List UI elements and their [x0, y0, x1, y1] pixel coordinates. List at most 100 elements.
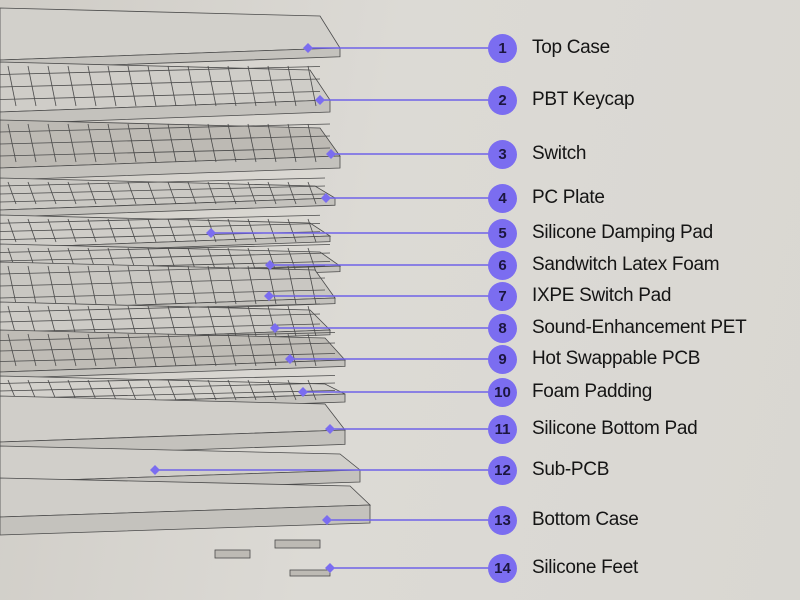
pointer-diamond-icon — [265, 260, 275, 270]
callout-label: Sound-Enhancement PET — [532, 317, 747, 338]
grid-line — [207, 65, 217, 107]
grid-line — [247, 123, 257, 163]
callout-number-badge: 6 — [488, 250, 517, 280]
callout-label: Foam Padding — [532, 381, 652, 402]
grid-line — [167, 379, 177, 401]
callout-number-badge: 2 — [488, 85, 517, 115]
grid-line — [167, 305, 177, 337]
callout-number-badge: 12 — [488, 455, 517, 485]
pointer-diamond-icon — [285, 354, 295, 364]
grid-line — [107, 379, 117, 401]
grid-line — [187, 181, 197, 205]
grid-line — [0, 375, 336, 384]
callout-label: Sandwitch Latex Foam — [532, 254, 720, 275]
grid-line — [247, 218, 257, 243]
pointer-diamond-icon — [321, 193, 331, 203]
grid-line — [0, 342, 336, 352]
grid-line — [167, 265, 177, 305]
grid-line — [0, 313, 321, 323]
grid-line — [167, 218, 177, 243]
grid-line — [267, 247, 277, 273]
callout-label: PC Plate — [532, 187, 605, 208]
grid-line — [0, 332, 336, 341]
silicone-foot — [289, 569, 331, 577]
grid-line — [187, 333, 197, 367]
grid-line — [227, 181, 237, 205]
layer-9-side — [0, 359, 346, 379]
layer-13-side — [0, 504, 371, 536]
grid-line — [107, 265, 117, 305]
grid-line — [0, 382, 336, 392]
grid-line — [267, 218, 277, 243]
grid-line — [227, 123, 237, 163]
pointer-diamond-icon — [206, 228, 216, 238]
grid-line — [0, 223, 321, 232]
grid-line — [307, 265, 317, 305]
grid-line — [0, 244, 331, 253]
grid-line — [127, 333, 137, 367]
callout-label: Bottom Case — [532, 509, 639, 530]
grid-line — [87, 265, 97, 305]
grid-line — [0, 252, 331, 262]
grid-line — [127, 123, 137, 163]
grid-line — [127, 181, 137, 205]
grid-line — [307, 65, 317, 107]
grid-line — [147, 333, 157, 367]
callout-6: 6 Sandwitch Latex Foam — [488, 250, 720, 280]
grid-line — [247, 333, 257, 367]
grid-line — [287, 379, 297, 401]
layer-1-side — [0, 47, 341, 70]
callout-number-badge: 1 — [488, 33, 517, 63]
grid-line — [287, 181, 297, 205]
grid-line — [167, 123, 177, 163]
callout-number-badge: 10 — [488, 377, 517, 407]
grid-line — [227, 218, 237, 243]
grid-line — [147, 305, 157, 337]
grid-line — [207, 123, 217, 163]
layer-4-side — [0, 197, 336, 218]
grid-line — [107, 305, 117, 337]
pointer-diamond-icon — [298, 387, 308, 397]
grid-line — [187, 379, 197, 401]
grid-line — [207, 265, 217, 305]
callout-number-badge: 7 — [488, 281, 517, 311]
grid-line — [247, 181, 257, 205]
pointer-diamond-icon — [325, 424, 335, 434]
grid-line — [147, 379, 157, 401]
grid-line — [87, 218, 97, 243]
callout-number-badge: 3 — [488, 139, 517, 169]
grid-line — [167, 65, 177, 107]
callout-number-badge: 8 — [488, 313, 517, 343]
grid-line — [247, 65, 257, 107]
pointer-diamond-icon — [264, 291, 274, 301]
grid-line — [287, 65, 297, 107]
grid-line — [0, 214, 321, 224]
callout-number-badge: 9 — [488, 344, 517, 374]
pointer-diamond-icon — [326, 149, 336, 159]
grid-line — [0, 91, 321, 100]
grid-line — [147, 181, 157, 205]
grid-line — [67, 305, 77, 337]
grid-line — [127, 305, 137, 337]
grid-line — [127, 265, 137, 305]
silicone-foot — [274, 539, 321, 549]
grid-line — [0, 289, 326, 299]
grid-line — [207, 305, 217, 337]
grid-line — [287, 247, 297, 273]
callout-number-badge: 11 — [488, 414, 517, 444]
grid-line — [207, 379, 217, 401]
grid-line — [0, 78, 321, 88]
grid-line — [227, 265, 237, 305]
grid-line — [0, 123, 331, 133]
grid-line — [87, 379, 97, 401]
pointer-diamond-icon — [325, 563, 335, 573]
grid-line — [147, 65, 157, 107]
grid-line — [267, 265, 277, 305]
grid-line — [167, 181, 177, 205]
grid-line — [127, 65, 137, 107]
grid-line — [0, 185, 326, 195]
